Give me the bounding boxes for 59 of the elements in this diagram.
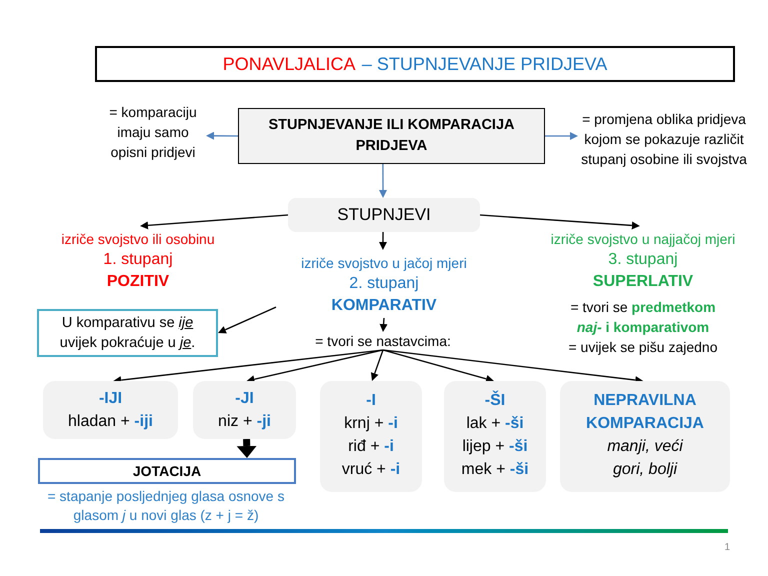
page-number: 1 (724, 540, 730, 554)
suffix-box (43, 381, 178, 439)
suffix-box (193, 381, 296, 439)
suffix-box (444, 381, 546, 492)
rule-text: = uvijek se pišu zajedno (568, 338, 718, 357)
suffix-heading: -ŠI (484, 390, 506, 411)
degree-number: 2. stupanj (349, 274, 419, 294)
term-box (38, 458, 296, 484)
suffix-heading: -JI (235, 389, 254, 409)
term-title: JOTACIJA (132, 462, 202, 480)
title-text: PONAVLJALICA (222, 52, 356, 76)
suffix-box (320, 381, 422, 492)
concept-title: STUPNJEVANJE ILI KOMPARACIJA PRIDJEVA (268, 116, 516, 156)
degree-number: 3. stupanj (608, 250, 678, 270)
definition-text: = promjena oblika pridjeva kojom se pokazuje različit stupanj osobine ili svojstva (580, 110, 748, 169)
title-box (95, 46, 735, 82)
example-text: lak + -ši (466, 414, 524, 434)
note-text: U komparativu se ije uvijek pokraćuje uje. (58, 314, 196, 353)
description-text: izriče svojstvo u jačoj mjeri (301, 254, 467, 273)
arrow (206, 132, 238, 140)
arrow (545, 132, 578, 140)
arrow (378, 232, 387, 250)
degree-name: POZITIV (106, 272, 170, 292)
arrow (380, 318, 388, 332)
irregular-box (560, 381, 730, 492)
arrow (370, 350, 384, 381)
arrow (480, 214, 640, 230)
degree-name: KOMPARATIV (331, 296, 437, 316)
example-text: krnj + -i (344, 414, 398, 434)
example-text: vruć + -i (342, 460, 400, 480)
arrow (246, 349, 384, 384)
degree-name: SUPERLATIV (592, 272, 694, 292)
arrow (382, 349, 494, 383)
example-text: mek + -ši (461, 460, 529, 480)
suffix-heading: -I (366, 391, 376, 411)
description-text: izriče svojstvo ili osobinu (61, 230, 215, 249)
example-text: hladan + -iji (68, 412, 153, 432)
definition-text: = komparaciju imaju samo opisni pridjevi (108, 103, 198, 162)
definition-text: = stapanje posljednjeg glasa osnove s glasom j u novi glas (z + j = ž) (46, 487, 286, 525)
suffix-heading: -IJI (98, 389, 122, 409)
category-box (288, 198, 480, 232)
example-text: gori, bolji (612, 460, 678, 480)
box-heading: NEPRAVILNA KOMPARACIJA (585, 391, 705, 434)
title-text: – STUPNJEVANJE PRIDJEVA (362, 52, 608, 76)
block-arrow (236, 438, 257, 458)
example-text: riđ + -i (348, 437, 394, 457)
concept-box (238, 108, 545, 164)
degree-number: 1. stupanj (103, 250, 173, 270)
rule-text: = tvori se nastavcima: (315, 332, 451, 350)
example-text: lijep + -ši (462, 437, 528, 457)
rule-text: = tvori se predmetkom naj- i komparativom (569, 298, 717, 337)
arrow (218, 306, 276, 334)
description-text: izriče svojstvo u najjačoj mjeri (550, 230, 736, 249)
note-box (37, 309, 218, 357)
arrow (379, 164, 387, 198)
example-text: niz + -ji (218, 412, 271, 432)
example-text: manji, veći (607, 437, 683, 457)
arrow (140, 214, 288, 230)
category-title: STUPNJEVI (337, 204, 431, 226)
